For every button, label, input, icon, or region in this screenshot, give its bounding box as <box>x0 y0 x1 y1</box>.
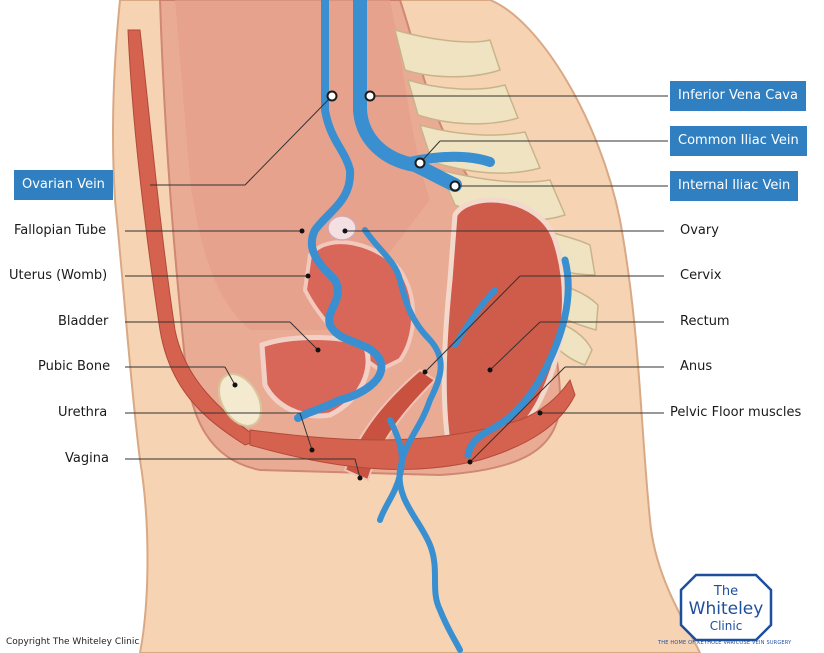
whiteley-clinic-logo: The Whiteley Clinic <box>681 575 771 640</box>
copyright-text: Copyright The Whiteley Clinic <box>6 637 139 647</box>
label-vagina: Vagina <box>65 451 109 467</box>
logo-line2: Whiteley <box>689 599 764 619</box>
label-bladder: Bladder <box>58 314 108 330</box>
logo-line1: The <box>713 584 738 599</box>
label-ovarian-vein: Ovarian Vein <box>14 170 113 200</box>
label-inferior-vena-cava: Inferior Vena Cava <box>670 81 806 111</box>
logo-line3: Clinic <box>710 619 743 633</box>
logo-tagline: THE HOME OF KEYHOLE VARICOSE VEIN SURGER… <box>658 640 791 646</box>
label-pubic-bone: Pubic Bone <box>38 359 110 375</box>
label-cervix: Cervix <box>680 268 721 284</box>
label-fallopian-tube: Fallopian Tube <box>14 223 106 239</box>
label-ovary: Ovary <box>680 223 719 239</box>
label-common-iliac-vein: Common Iliac Vein <box>670 126 807 156</box>
ovary <box>328 216 356 240</box>
label-uterus: Uterus (Womb) <box>9 268 107 284</box>
label-pelvic-floor: Pelvic Floor muscles <box>670 405 801 421</box>
label-anus: Anus <box>680 359 712 375</box>
label-internal-iliac-vein: Internal Iliac Vein <box>670 171 798 201</box>
label-urethra: Urethra <box>58 405 107 421</box>
label-rectum: Rectum <box>680 314 730 330</box>
